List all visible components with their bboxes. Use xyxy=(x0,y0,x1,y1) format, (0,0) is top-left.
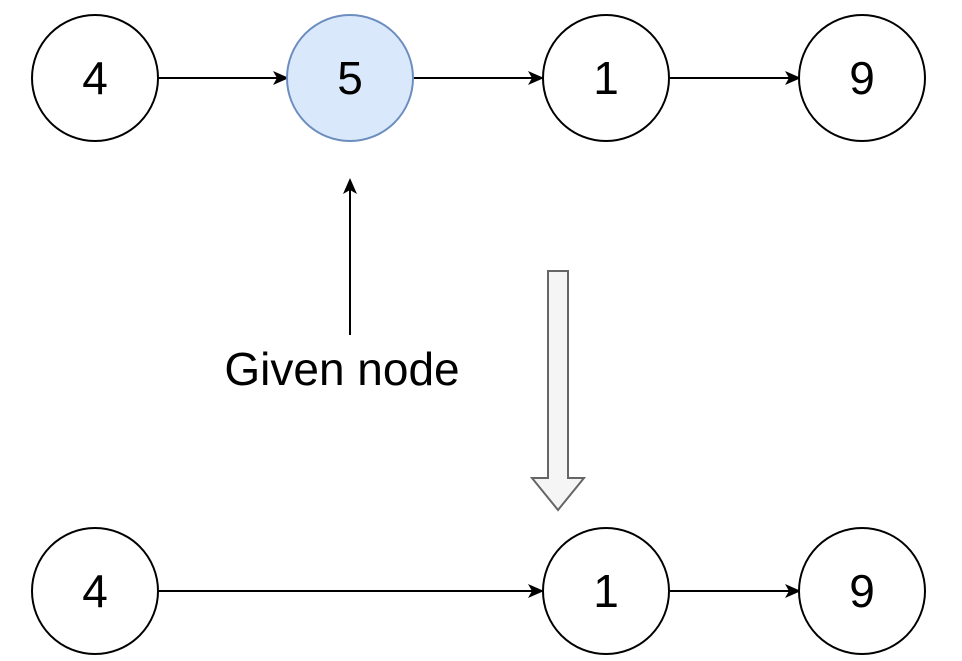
node-value: 9 xyxy=(849,565,875,617)
before-node-4: 9 xyxy=(798,14,926,142)
node-value: 4 xyxy=(82,565,108,617)
after-node-1: 4 xyxy=(31,527,159,655)
node-circle xyxy=(31,14,159,142)
node-value: 1 xyxy=(593,565,619,617)
after-list: 4 1 9 xyxy=(31,527,926,655)
node-circle xyxy=(542,14,670,142)
node-value: 9 xyxy=(849,52,875,104)
highlighted-node-circle xyxy=(286,14,414,142)
node-circle xyxy=(798,527,926,655)
after-node-3: 9 xyxy=(798,527,926,655)
node-circle xyxy=(31,527,159,655)
pointer-label: Given node xyxy=(224,343,459,395)
after-node-2: 1 xyxy=(542,527,670,655)
before-node-3: 1 xyxy=(542,14,670,142)
before-node-1: 4 xyxy=(31,14,159,142)
transform-down-arrow-icon xyxy=(529,270,587,512)
before-list: 4 5 1 9 xyxy=(31,14,926,142)
node-value: 4 xyxy=(82,52,108,104)
node-circle xyxy=(542,527,670,655)
node-circle xyxy=(798,14,926,142)
before-node-given: 5 xyxy=(286,14,414,142)
node-value: 1 xyxy=(593,52,619,104)
given-node-pointer: Given node xyxy=(224,178,460,395)
node-value: 5 xyxy=(337,52,363,104)
